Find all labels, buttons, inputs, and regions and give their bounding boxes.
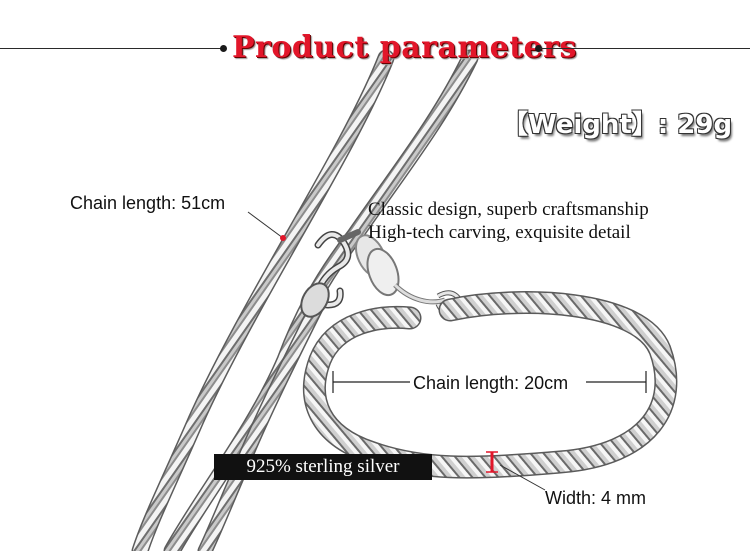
title-dot-right (535, 45, 542, 52)
necklace-clasp (300, 229, 361, 318)
title-rule-right (540, 48, 750, 49)
necklace-lower-strand (197, 292, 328, 551)
width-label: Width: 4 mm (545, 488, 647, 508)
title-rule-left (0, 48, 222, 49)
title-dot-left (220, 45, 227, 52)
feature-line-1: Classic design, superb craftsmanship (368, 199, 649, 220)
feature-line-2: High-tech carving, exquisite detail (368, 222, 631, 243)
page-title: Product parameters (232, 30, 577, 65)
necklace-length-marker (280, 235, 286, 241)
bracelet-loop (302, 291, 678, 479)
width-marker (486, 451, 546, 491)
necklace-length-label: Chain length: 51cm (70, 193, 226, 213)
material-badge: 925% sterling silver (214, 454, 432, 480)
bracelet-length-label: Chain length: 20cm (413, 373, 569, 393)
necklace-length-pointer (247, 211, 284, 239)
weight-label: 【Weight】: 29g (502, 110, 733, 140)
necklace-left-strand (131, 49, 395, 551)
bracelet-length-dimension (332, 371, 647, 393)
